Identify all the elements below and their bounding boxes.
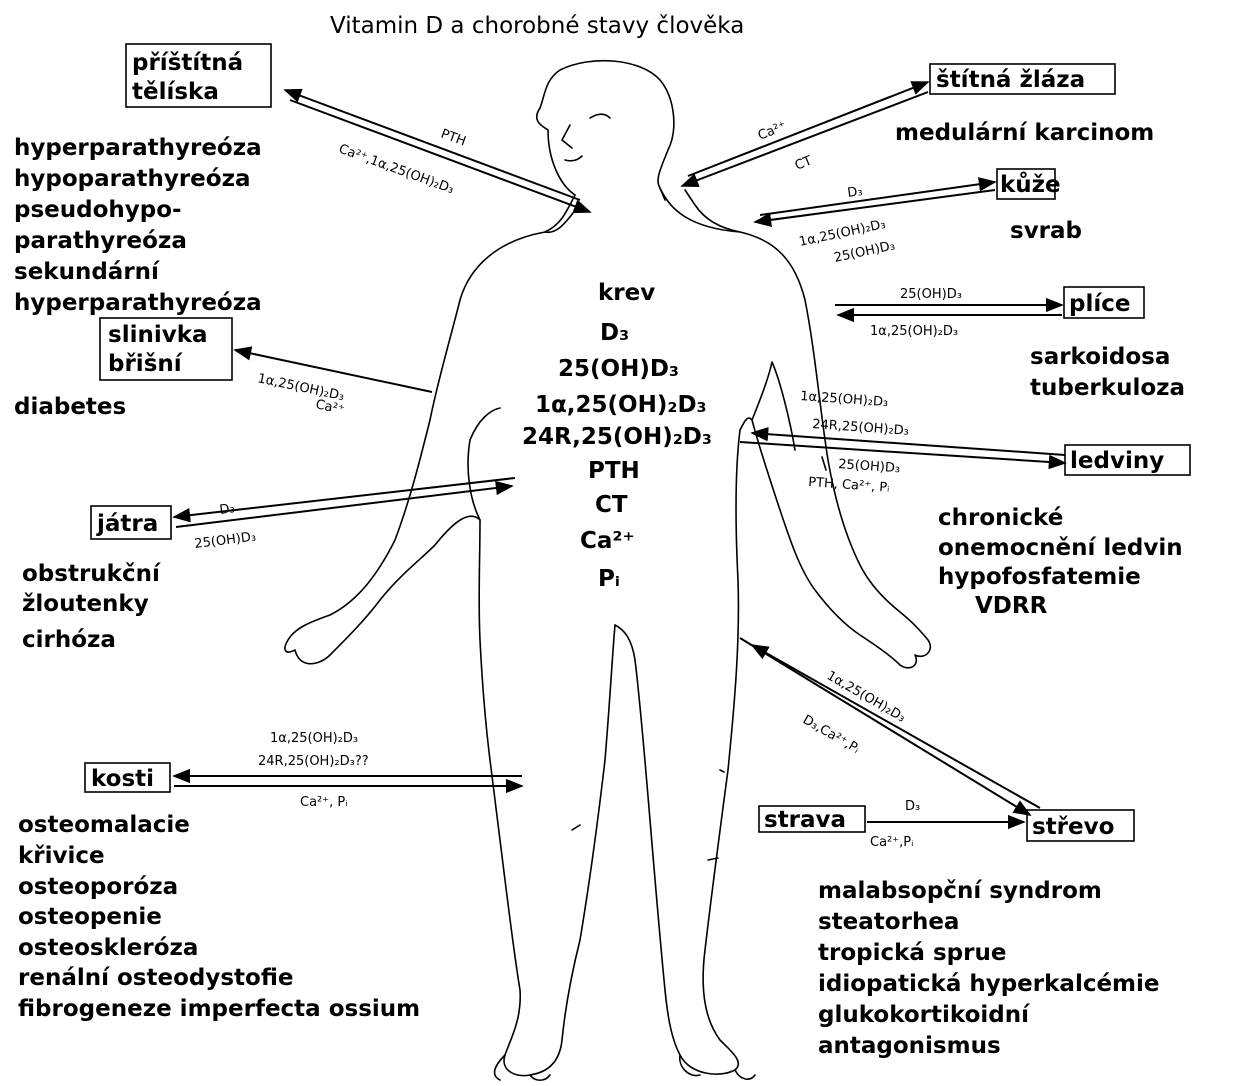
disease-item: tropická sprue xyxy=(818,940,1006,966)
blood-item: Ca²⁺ xyxy=(580,528,635,554)
organ-label-thyroid: štítná žláza xyxy=(936,67,1085,93)
blood-item: CT xyxy=(595,492,628,518)
disease-liver: cirhóza xyxy=(22,627,116,653)
tick-mark xyxy=(822,457,826,470)
arrow-kidneys-in xyxy=(752,433,1065,455)
arrow-label: D₃ xyxy=(846,184,863,201)
organ-label: tělíska xyxy=(132,79,219,105)
arrow-parathyroid-in xyxy=(290,100,590,212)
arrow-label: Ca²⁺,Pᵢ xyxy=(870,835,913,850)
organ-label-skin: kůže xyxy=(1000,171,1061,198)
arrow-label: 1α,25(OH)₂D₃ xyxy=(270,731,358,746)
organ-label-intestine: střevo xyxy=(1032,814,1114,840)
disease-pancreas: diabetes xyxy=(14,394,126,420)
blood-content: krev D₃ 25(OH)D₃ 1α,25(OH)₂D₃ 24R,25(OH)… xyxy=(522,280,712,592)
disease-item: parathyreóza xyxy=(14,228,187,254)
disease-item: osteopenie xyxy=(18,904,162,930)
arrow-skin-out xyxy=(760,182,995,215)
blood-item: PTH xyxy=(588,458,640,484)
disease-liver: obstrukční xyxy=(22,561,161,587)
organ-label-pancreas: břišní xyxy=(108,351,183,377)
organ-label: příštítná xyxy=(132,50,243,76)
disease-skin: svrab xyxy=(1010,218,1082,244)
arrow-label: 25(OH)D₃ xyxy=(838,457,901,476)
disease-liver: žloutenky xyxy=(22,591,149,617)
disease-item: hyperparathyreóza xyxy=(14,290,262,316)
disease-lungs: tuberkuloza xyxy=(1030,375,1185,401)
arrow-label: 24R,25(OH)₂D₃ xyxy=(812,417,910,439)
disease-item: idiopatická hyperkalcémie xyxy=(818,971,1160,997)
arrow-label: PTH, Ca²⁺, Pᵢ xyxy=(808,475,890,496)
disease-item: renální osteodystofie xyxy=(18,965,293,991)
arrow-label: 1α,25(OH)₂D₃ xyxy=(800,389,889,410)
arrow-label: 1α,25(OH)₂D₃ xyxy=(256,371,345,404)
organ-label-lungs: plíce xyxy=(1069,291,1130,317)
arrow-label: D₃ xyxy=(219,501,236,518)
organ-label-bones: kosti xyxy=(91,766,154,792)
disease-lungs: sarkoidosa xyxy=(1030,344,1170,370)
arrow-label: D₃,Ca²⁺,Pᵢ xyxy=(800,712,862,756)
disease-item: osteoskleróza xyxy=(18,935,198,961)
arrow-thyroid-in xyxy=(682,92,928,186)
arrow-label: Ca²⁺, Pᵢ xyxy=(300,795,348,810)
disease-item: osteomalacie xyxy=(18,812,190,838)
disease-item: malabsopční syndrom xyxy=(818,878,1102,904)
arrow-skin-in xyxy=(755,190,995,222)
disease-item: sekundární xyxy=(14,259,160,285)
disease-list-bones: osteomalacie křivice osteoporóza osteope… xyxy=(18,812,420,1022)
arrow-label: Ca²⁺,1α,25(OH)₂D₃ xyxy=(337,142,456,198)
arrow-label: CT xyxy=(793,153,814,173)
disease-kidneys: onemocnění ledvin xyxy=(938,535,1183,561)
organ-label-diet: strava xyxy=(764,807,846,833)
organ-label-liver: játra xyxy=(96,511,158,537)
blood-item: 24R,25(OH)₂D₃ xyxy=(522,424,712,450)
disease-item: steatorhea xyxy=(818,909,959,935)
disease-kidneys: chronické xyxy=(938,505,1063,531)
arrow-label: D₃ xyxy=(905,799,920,814)
organ-label-kidneys: ledviny xyxy=(1070,448,1164,474)
blood-item: D₃ xyxy=(600,320,629,346)
disease-item: pseudohypo- xyxy=(14,197,182,223)
diagram-title: Vitamin D a chorobné stavy člověka xyxy=(330,13,744,39)
organ-parathyroid: příštítná tělíska xyxy=(126,44,271,107)
arrow-label: 25(OH)D₃ xyxy=(194,530,257,552)
disease-item: fibrogeneze imperfecta ossium xyxy=(18,996,420,1022)
disease-item: křivice xyxy=(18,843,105,869)
arrow-label: 25(OH)D₃ xyxy=(900,287,962,302)
disease-list-intestine: malabsopční syndrom steatorhea tropická … xyxy=(818,878,1160,1059)
disease-kidneys: hypofosfatemie xyxy=(938,564,1141,590)
disease-item: hypoparathyreóza xyxy=(14,166,251,192)
blood-item: Pᵢ xyxy=(598,566,620,592)
blood-item: 1α,25(OH)₂D₃ xyxy=(535,392,707,418)
arrow-blood-to-intestine xyxy=(740,638,1030,815)
disease-thyroid: medulární karcinom xyxy=(895,120,1154,146)
arrow-intestine-to-blood xyxy=(752,645,1040,808)
disease-kidneys: VDRR xyxy=(975,593,1048,619)
blood-label: krev xyxy=(598,280,655,306)
arrow-label: PTH xyxy=(439,127,468,150)
blood-item: 25(OH)D₃ xyxy=(558,356,679,382)
disease-item: glukokortikoidní xyxy=(818,1002,1030,1028)
disease-list-parathyroid: hyperparathyreóza hypoparathyreóza pseud… xyxy=(14,135,262,316)
disease-item: hyperparathyreóza xyxy=(14,135,262,161)
organ-label-pancreas: slinivka xyxy=(108,322,208,348)
disease-item: osteoporóza xyxy=(18,874,178,900)
arrow-label: 24R,25(OH)₂D₃?? xyxy=(258,754,369,769)
arrow-label: Ca²⁺ xyxy=(756,119,789,144)
disease-item: antagonismus xyxy=(818,1033,1001,1059)
arrow-label: 25(OH)D₃ xyxy=(833,238,897,266)
arrow-label: 1α,25(OH)₂D₃ xyxy=(870,324,958,339)
